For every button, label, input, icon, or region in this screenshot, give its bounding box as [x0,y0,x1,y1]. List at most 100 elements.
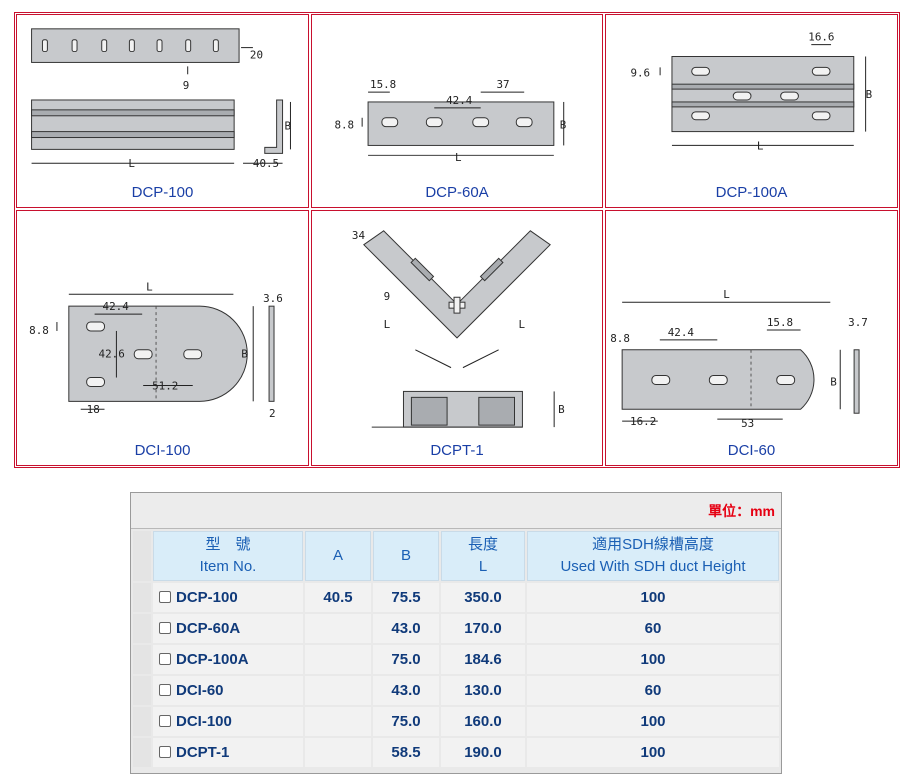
item-no[interactable]: DCI-60 [176,682,224,699]
dcp-100a-drawing: 16.6 9.6 B L [630,31,872,153]
dim-label: 15.8 [767,316,793,329]
dim-label: 42.4 [103,300,130,313]
row-blank [133,645,151,674]
item-no[interactable]: DCPT-1 [176,744,230,761]
row-checkbox[interactable] [159,684,171,696]
dim-label: 9 [183,79,190,92]
dim-label: 42.4 [446,94,473,107]
row-blank [133,707,151,736]
unit-label-row: 單位：mm [131,493,781,529]
row-checkbox[interactable] [159,591,171,603]
row-blank [133,676,151,705]
item-cell: DCI-100 [153,707,303,736]
product-caption[interactable]: DCP-60A [425,184,489,201]
duct-height-cell: 100 [527,583,779,612]
header-row: 型 號 Item No. A B 長度 L 適用SDH線槽高度 Used Wit… [133,531,779,581]
dim-label: 8.8 [334,119,354,132]
dim-label: L [128,157,135,170]
b-cell: 58.5 [373,738,439,767]
dcp-100-drawing: 20 9 B L 40.5 [31,28,292,170]
spec-table: 單位：mm 型 號 Item No. A B 長度 L 適用SDH線槽高度 Us… [130,492,782,774]
dim-label: B [241,348,248,361]
a-cell [305,614,371,643]
item-no[interactable]: DCP-60A [176,620,241,637]
drawing-cell-dcp-100[interactable]: 20 9 B L 40.5 DCP-100 [16,14,309,208]
item-no[interactable]: DCI-100 [176,713,232,730]
length-cell: 350.0 [441,583,525,612]
product-caption[interactable]: DCPT-1 [430,442,484,459]
header-duct-height: 適用SDH線槽高度 Used With SDH duct Height [527,531,779,581]
drawing-cell-dcpt-1[interactable]: 34 9 L L B DCPT-1 [311,210,603,466]
a-cell [305,738,371,767]
dim-label: 42.6 [99,348,125,361]
dim-label: 20 [250,48,263,61]
header-b: B [373,531,439,581]
dci-100-drawing: L 42.4 3.6 8.8 42.6 B 51.2 18 2 [29,280,283,420]
item-no[interactable]: DCP-100A [176,651,249,668]
duct-height-cell: 60 [527,676,779,705]
dim-label: B [558,403,565,416]
dim-label: 15.8 [370,78,396,91]
drawing-cell-dcp-100a[interactable]: 16.6 9.6 B L DCP-100A [605,14,898,208]
a-cell [305,676,371,705]
header-item-zh: 型 號 [205,536,251,553]
row-checkbox[interactable] [159,622,171,634]
product-caption[interactable]: DCP-100A [715,184,788,201]
a-cell: 40.5 [305,583,371,612]
item-cell: DCP-100A [153,645,303,674]
product-caption[interactable]: DCI-100 [134,442,191,459]
header-duct-height-en: Used With SDH duct Height [560,558,746,575]
dim-label: 8.8 [29,324,49,337]
header-a: A [305,531,371,581]
duct-height-cell: 100 [527,738,779,767]
length-cell: 184.6 [441,645,525,674]
product-caption[interactable]: DCI-60 [727,442,776,459]
length-cell: 170.0 [441,614,525,643]
dim-label: 3.6 [263,292,283,305]
a-cell [305,645,371,674]
dim-label: L [723,288,730,301]
table-row: DCI-60 43.0 130.0 60 [133,676,779,705]
dim-label: 42.4 [668,326,695,339]
product-caption[interactable]: DCP-100 [131,184,194,201]
dcp-60a-drawing: 15.8 42.4 37 8.8 B L [334,78,567,164]
dim-label: B [560,119,567,132]
item-no[interactable]: DCP-100 [176,589,238,606]
table-row: DCI-100 75.0 160.0 100 [133,707,779,736]
duct-height-cell: 100 [527,707,779,736]
b-cell: 75.0 [373,645,439,674]
dim-label: 3.7 [848,316,868,329]
drawing-cell-dcp-60a[interactable]: 15.8 42.4 37 8.8 B L DCP-60A [311,14,603,208]
dim-label: B [285,120,292,133]
dim-label: L [146,280,153,293]
drawing-cell-dci-60[interactable]: L 8.8 42.4 15.8 3.7 B 16.2 53 DCI-60 [605,210,898,466]
dim-label: L [384,318,391,331]
dim-label: 16.6 [808,31,834,44]
row-checkbox[interactable] [159,653,171,665]
row-checkbox[interactable] [159,715,171,727]
item-cell: DCPT-1 [153,738,303,767]
header-item-en: Item No. [199,558,257,575]
b-cell: 75.0 [373,707,439,736]
dcpt-1-drawing: 34 9 L L B [352,229,565,428]
dim-label: 51.2 [152,379,178,392]
dim-label: 40.5 [253,157,279,170]
dim-label: 18 [87,403,100,416]
drawing-cell-dci-100[interactable]: L 42.4 3.6 8.8 42.6 B 51.2 18 2 DCI-100 [16,210,309,466]
dim-label: 53 [741,417,754,430]
dim-label: 9 [384,290,391,303]
table-row: DCP-100A 75.0 184.6 100 [133,645,779,674]
header-length-zh: 長度 [467,536,498,553]
dim-label: L [455,151,462,164]
dim-label: 34 [352,229,366,242]
spec-grid: 型 號 Item No. A B 長度 L 適用SDH線槽高度 Used Wit… [131,529,781,769]
dim-label: 9.6 [630,66,650,79]
row-blank [133,738,151,767]
row-checkbox[interactable] [159,746,171,758]
dim-label: 8.8 [610,332,630,345]
dim-label: 16.2 [630,415,656,428]
table-row: DCP-100 40.5 75.5 350.0 100 [133,583,779,612]
b-cell: 43.0 [373,676,439,705]
header-item-no: 型 號 Item No. [153,531,303,581]
item-cell: DCI-60 [153,676,303,705]
